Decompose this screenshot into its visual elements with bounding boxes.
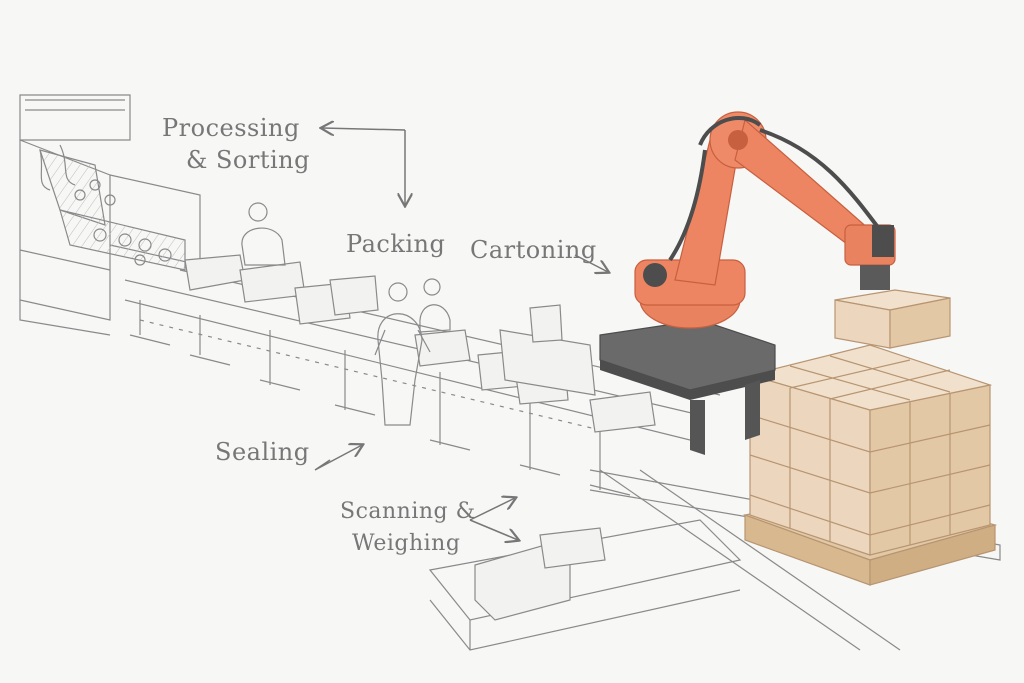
label-processing: Processing (162, 114, 300, 142)
label-scanning: Scanning & (340, 499, 476, 524)
label-cartoning: Cartoning (470, 236, 597, 264)
sorting-machine (19, 94, 201, 336)
label-sorting: & Sorting (186, 146, 310, 174)
robot-base (599, 319, 776, 455)
held-box (834, 289, 951, 349)
conveyor-boxes (184, 254, 656, 621)
annotation-arrows (314, 128, 608, 540)
label-weighing: Weighing (352, 531, 461, 556)
label-packing: Packing (346, 230, 446, 258)
workers (241, 202, 451, 426)
label-sealing: Sealing (215, 438, 310, 466)
robot-arm (634, 111, 896, 329)
stacked-boxes (747, 344, 993, 556)
